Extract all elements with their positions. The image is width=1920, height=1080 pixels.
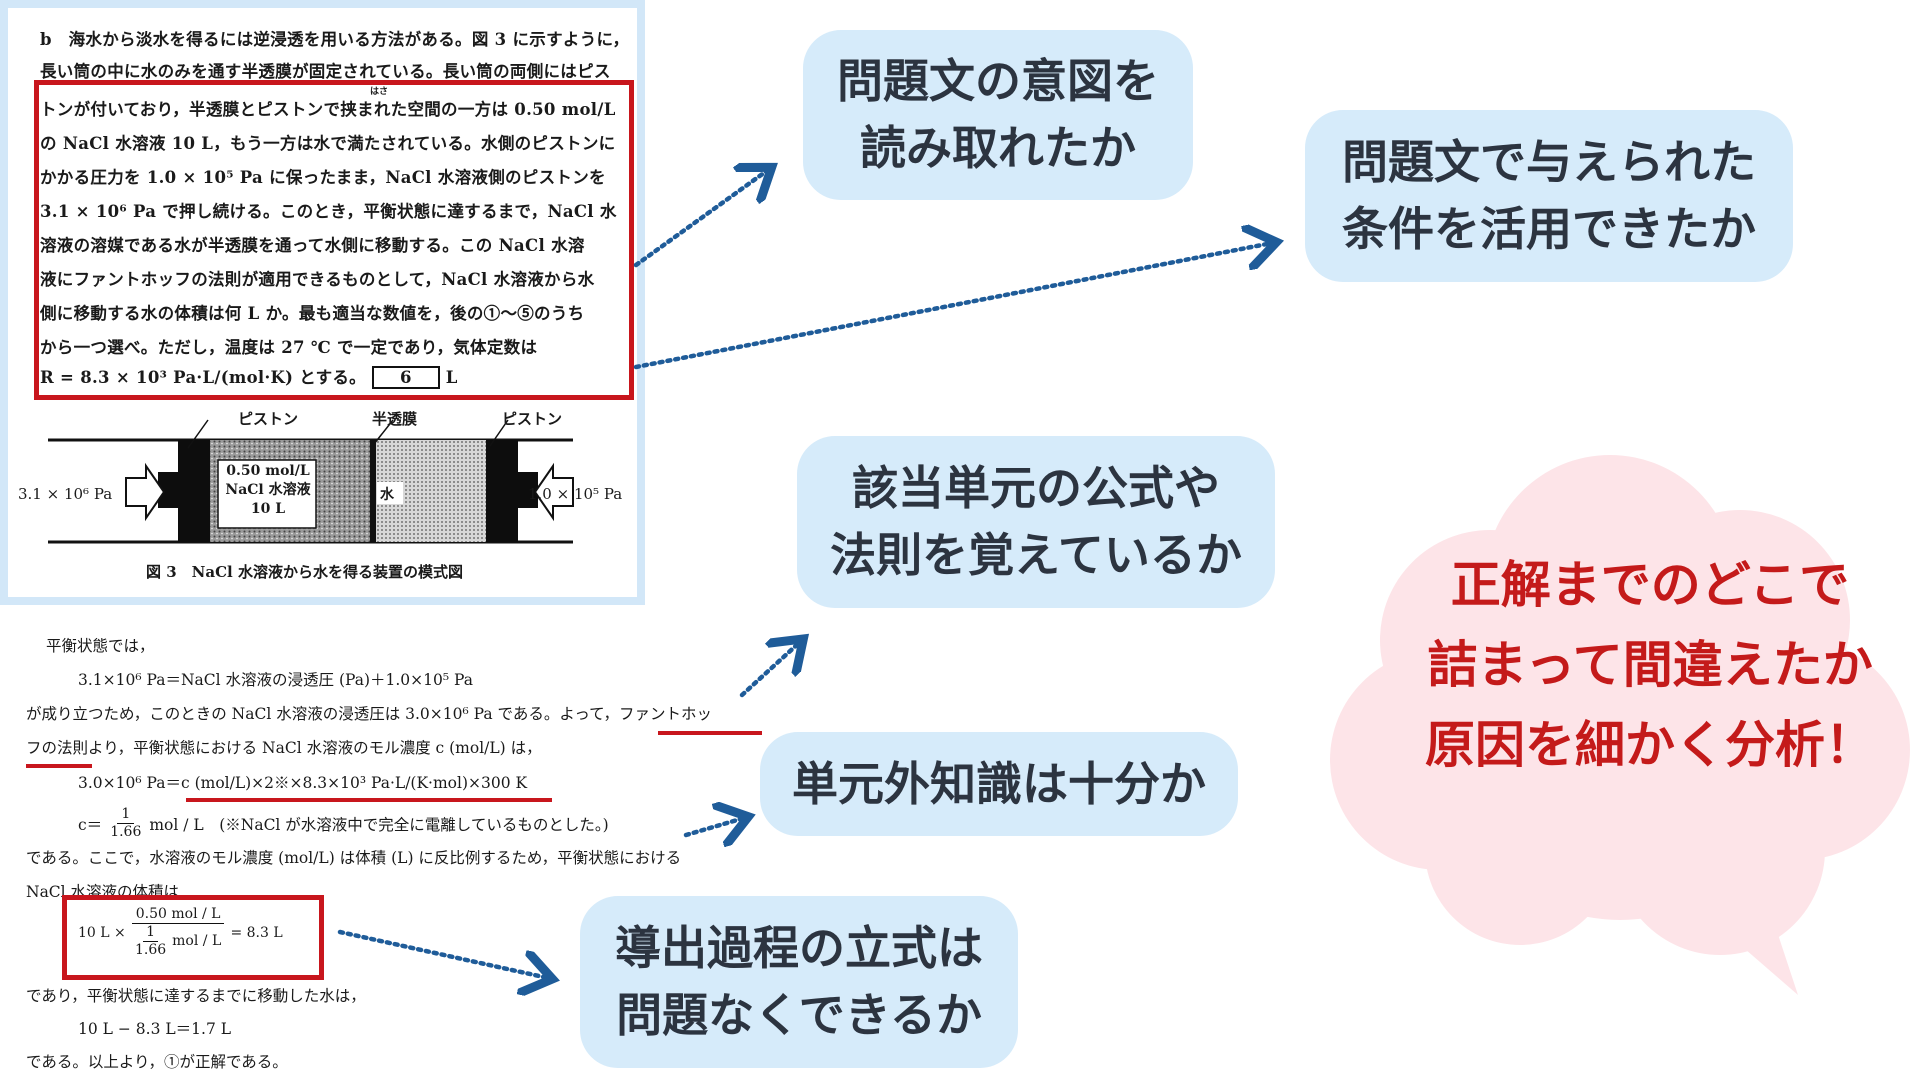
apparatus-diagram bbox=[48, 419, 574, 544]
unit-text: L bbox=[445, 368, 458, 387]
problem-line: 液にファントホッフの法則が適用できるものとして，NaCl 水溶液から水 bbox=[40, 270, 595, 289]
gas-constant-text: R = 8.3 × 10³ Pa·L/(mol·K) とする。 bbox=[40, 368, 366, 387]
solution-line: である。ここで，水溶液のモル濃度 (mol/L) は体積 (L) に反比例するた… bbox=[26, 849, 682, 867]
answer-box: 6 bbox=[372, 366, 440, 389]
volume-formula: 10 L × 0.50 mol / L 1 1.66 mol / L = 8.3… bbox=[78, 906, 283, 959]
solution-line: 平衡状態では， bbox=[46, 637, 155, 655]
solution-line: である。以上より，①が正解である。 bbox=[26, 1053, 288, 1071]
bubble-formula: 該当単元の公式や 法則を覚えているか bbox=[797, 436, 1275, 608]
right-piston bbox=[486, 440, 518, 542]
formula-highlight-box bbox=[62, 895, 324, 980]
problem-line: b 海水から淡水を得るには逆浸透を用いる方法がある。図 3 に示すように， bbox=[40, 30, 630, 49]
piston-right-label: ピストン bbox=[502, 410, 563, 428]
fraction: 1 1.66 bbox=[110, 806, 142, 840]
bubble-conditions: 問題文で与えられた 条件を活用できたか bbox=[1305, 110, 1793, 282]
underline-vanthoff bbox=[26, 764, 92, 768]
left-piston bbox=[178, 440, 210, 542]
problem-line: の NaCl 水溶液 10 L，もう一方は水で満たされている。水側のピストンに bbox=[40, 134, 616, 153]
problem-line: 3.1 × 10⁶ Pa で押し続ける。このとき，平衡状態に達するまで，NaCl… bbox=[40, 202, 617, 221]
pressure-arrow-right bbox=[533, 462, 574, 522]
piston-left-label: ピストン bbox=[238, 410, 299, 428]
solution-line: であり，平衡状態に達するまでに移動した水は， bbox=[26, 987, 366, 1005]
problem-line: から一つ選べ。ただし，温度は 27 ℃ で一定であり，気体定数は bbox=[40, 338, 538, 357]
membrane bbox=[370, 440, 376, 542]
underline-vanthoff bbox=[658, 731, 762, 735]
right-pressure-label: 1.0 × 10⁵ Pa bbox=[528, 485, 623, 503]
solution-equation: 3.1×10⁶ Pa＝NaCl 水溶液の浸透圧 (Pa)＋1.0×10⁵ Pa bbox=[78, 671, 473, 689]
solution-equation: 3.0×10⁶ Pa＝c (mol/L)×2※×8.3×10³ Pa·L/(K·… bbox=[78, 774, 528, 792]
thought-cloud bbox=[1330, 455, 1910, 995]
problem-line: かかる圧力を 1.0 × 10⁵ Pa に保ったまま，NaCl 水溶液側のピスト… bbox=[40, 168, 606, 187]
arrow-to-conditions bbox=[633, 243, 1272, 370]
arrow-to-formula bbox=[739, 642, 800, 698]
solution-line: フの法則より，平衡状態における NaCl 水溶液のモル濃度 c (mol/L) … bbox=[26, 739, 542, 757]
fraction: 0.50 mol / L 1 1.66 mol / L bbox=[131, 906, 225, 959]
figure-caption: 図 3 NaCl 水溶液から水を得る装置の模式図 bbox=[146, 563, 463, 581]
membrane-label: 半透膜 bbox=[372, 410, 418, 428]
bubble-derivation: 導出過程の立式は 問題なくできるか bbox=[580, 896, 1018, 1068]
problem-line: 側に移動する水の体積は何 L か。最も適当な数値を，後の①～⑤のうち bbox=[40, 304, 585, 323]
solution-line: が成り立つため，このときの NaCl 水溶液の浸透圧は 3.0×10⁶ Pa で… bbox=[26, 705, 713, 723]
problem-line: 長い筒の中に水のみを通す半透膜が固定されている。長い筒の両側にはピス bbox=[40, 62, 611, 81]
solution-equation: 10 L − 8.3 L＝1.7 L bbox=[78, 1020, 232, 1038]
problem-highlight-box bbox=[34, 80, 634, 400]
cloud-message: 正解までのどこで 詰まって間違えたか 原因を細かく分析！ bbox=[1425, 556, 1875, 774]
bubble-outside-knowledge: 単元外知識は十分か bbox=[760, 732, 1238, 836]
water-label: 水 bbox=[380, 487, 394, 503]
solution-label: 0.50 mol/L NaCl 水溶液 10 L bbox=[225, 463, 311, 517]
pressure-arrow-left bbox=[125, 462, 166, 522]
ruby-text: はさ bbox=[370, 87, 389, 97]
problem-line: トンが付いており，半透膜とピストンで挟まれた空間の一方は 0.50 mol/L bbox=[40, 100, 616, 119]
arrow-to-derivation bbox=[337, 929, 548, 978]
bubble-intent: 問題文の意図を 読み取れたか bbox=[803, 30, 1193, 200]
arrow-to-outside bbox=[683, 818, 744, 835]
problem-line: 溶液の溶媒である水が半透膜を通って水側に移動する。この NaCl 水溶 bbox=[40, 236, 585, 255]
arrow-to-intent bbox=[633, 170, 768, 268]
solution-equation: c＝ 1 1.66 mol / L (※NaCl が水溶液中で完全に電離している… bbox=[78, 806, 609, 840]
underline-concentration bbox=[186, 798, 552, 802]
left-pressure-label: 3.1 × 10⁶ Pa bbox=[18, 485, 113, 503]
